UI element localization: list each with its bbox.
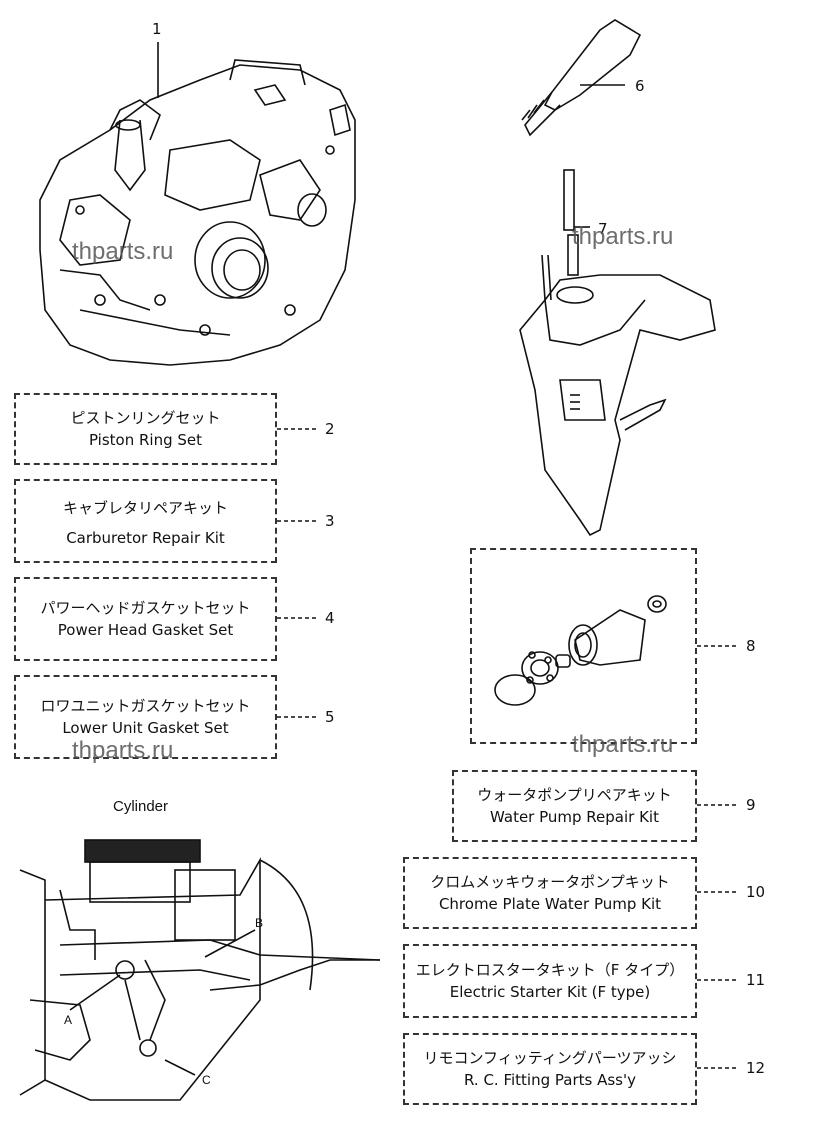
kit-label-jp: クロムメッキウォータポンプキット bbox=[430, 873, 670, 891]
ref-number-5: 5 bbox=[325, 708, 335, 726]
kit-label-en: Carburetor Repair Kit bbox=[66, 529, 225, 547]
kit-box-lower-unit-gasket-set: ロワユニットガスケットセット Lower Unit Gasket Set bbox=[14, 675, 277, 759]
ref-number-9: 9 bbox=[746, 796, 756, 814]
watermark-text: thparts.ru bbox=[72, 737, 174, 764]
power-head-illustration bbox=[39, 42, 356, 366]
kit-label-jp: エレクトロスタータキット（F タイプ） bbox=[415, 961, 685, 979]
watermark-text: thparts.ru bbox=[572, 223, 674, 250]
kit-box-rc-fitting-parts: リモコンフィッティングパーツアッシ R. C. Fitting Parts As… bbox=[403, 1033, 697, 1105]
kit-box-chrome-plate-water-pump-kit: クロムメッキウォータポンプキット Chrome Plate Water Pump… bbox=[403, 857, 697, 929]
kit-label-en: R. C. Fitting Parts Ass'y bbox=[464, 1071, 636, 1089]
cylinder-linkage-illustration bbox=[19, 839, 381, 1101]
kit-label-en: Water Pump Repair Kit bbox=[490, 808, 659, 826]
kit-label-en: Power Head Gasket Set bbox=[57, 621, 234, 639]
drive-shaft-tool-illustration bbox=[521, 19, 642, 137]
watermark-text: thparts.ru bbox=[572, 731, 674, 758]
ref-number-8: 8 bbox=[746, 637, 756, 655]
kit-label-jp: ウォータポンプリペアキット bbox=[477, 786, 672, 804]
kit-label-en: Electric Starter Kit (F type) bbox=[449, 983, 651, 1001]
lower-unit-illustration bbox=[519, 169, 716, 537]
kit-label-jp: ピストンリングセット bbox=[70, 409, 221, 427]
ref-number-10: 10 bbox=[746, 883, 766, 901]
kit-label-jp: キャブレタリペアキット bbox=[62, 499, 228, 517]
ref-number-1: 1 bbox=[152, 20, 162, 38]
kit-label-en: Piston Ring Set bbox=[88, 431, 203, 449]
ref-number-7: 7 bbox=[598, 220, 608, 238]
callout-c: C bbox=[202, 1073, 211, 1087]
kit-box-piston-ring-set: ピストンリングセット Piston Ring Set bbox=[14, 393, 277, 465]
kit-label-en: Lower Unit Gasket Set bbox=[62, 719, 229, 737]
water-pump-parts-illustration bbox=[494, 595, 667, 706]
ref-number-2: 2 bbox=[325, 420, 335, 438]
kit-box-water-pump-parts bbox=[470, 548, 697, 744]
kit-label-jp: リモコンフィッティングパーツアッシ bbox=[423, 1049, 677, 1067]
kit-label-jp: パワーヘッドガスケットセット bbox=[40, 599, 251, 617]
ref-number-6: 6 bbox=[635, 77, 645, 95]
ref-number-12: 12 bbox=[746, 1059, 766, 1077]
ref-number-11: 11 bbox=[746, 971, 766, 989]
ref-number-3: 3 bbox=[325, 512, 335, 530]
watermark-text: thparts.ru bbox=[72, 238, 174, 265]
cylinder-section-title: Cylinder bbox=[113, 798, 169, 815]
ref-number-4: 4 bbox=[325, 609, 335, 627]
kit-label-jp: ロワユニットガスケットセット bbox=[40, 697, 251, 715]
kit-box-electric-starter-kit: エレクトロスタータキット（F タイプ） Electric Starter Kit… bbox=[403, 944, 697, 1018]
callout-b: B bbox=[255, 916, 264, 930]
kit-box-power-head-gasket-set: パワーヘッドガスケットセット Power Head Gasket Set bbox=[14, 577, 277, 661]
kit-label-en: Chrome Plate Water Pump Kit bbox=[438, 895, 662, 913]
kit-box-water-pump-repair-kit: ウォータポンプリペアキット Water Pump Repair Kit bbox=[452, 770, 697, 842]
kit-box-carburetor-repair-kit: キャブレタリペアキット Carburetor Repair Kit bbox=[14, 479, 277, 563]
callout-a: A bbox=[64, 1013, 73, 1027]
